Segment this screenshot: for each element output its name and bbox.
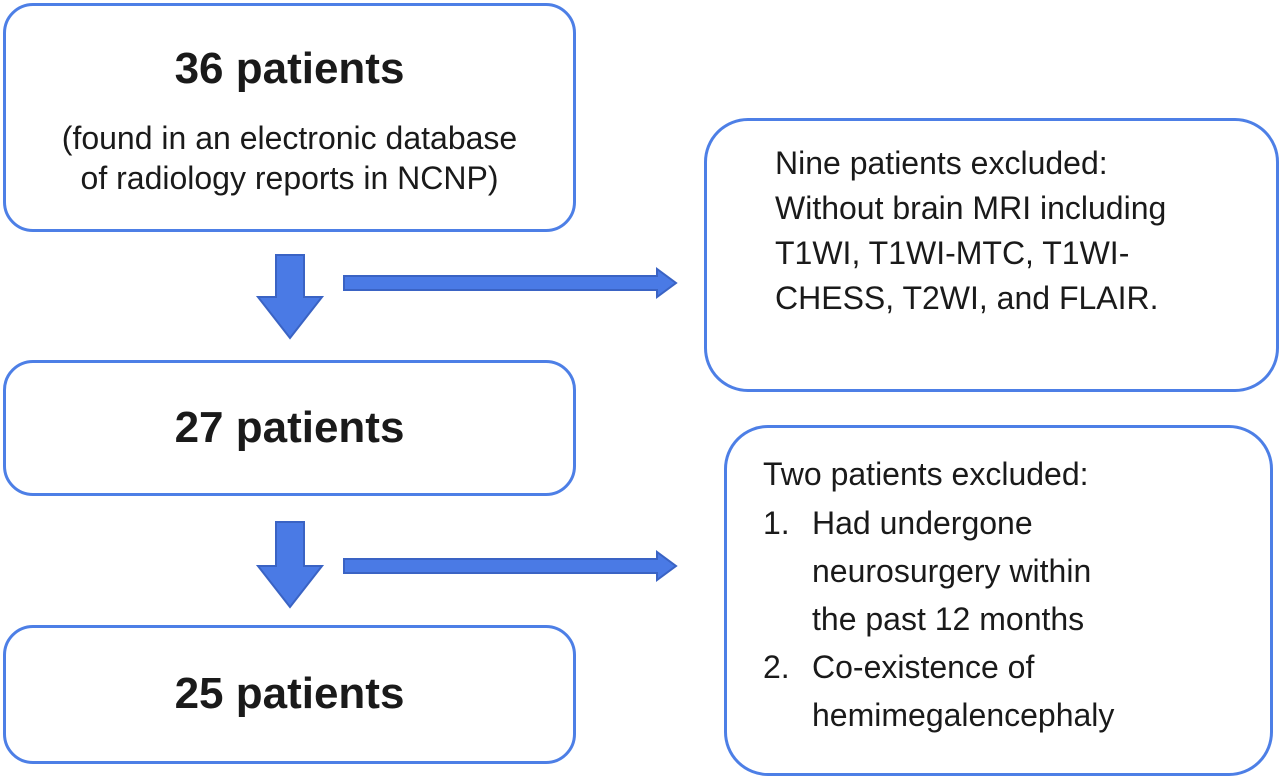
stage-count: 36 patients — [174, 44, 405, 93]
right-arrow-1 — [343, 267, 678, 299]
exclusion-title: Nine patients excluded: — [775, 145, 1108, 181]
exclusion-text-line: T1WI, T1WI-MTC, T1WI- — [775, 235, 1130, 271]
right-arrow-2 — [343, 550, 678, 582]
list-item-text: neurosurgery within — [812, 553, 1092, 589]
down-arrow-1 — [255, 254, 325, 340]
stage-box-36-patients: 36 patients (found in an electronic data… — [3, 3, 576, 232]
exclusion-text-line: CHESS, T2WI, and FLAIR. — [775, 280, 1159, 316]
exclusion-text-line: Without brain MRI including — [775, 190, 1167, 226]
list-item-text: Had undergone — [812, 505, 1033, 541]
down-arrow-2 — [255, 521, 325, 609]
exclusion-box-nine-patients: Nine patients excluded: Without brain MR… — [704, 118, 1279, 392]
stage-count: 27 patients — [174, 403, 405, 452]
list-item-text: Co-existence of — [812, 649, 1035, 685]
stage-count: 25 patients — [174, 669, 405, 718]
list-item-number: 2. — [763, 649, 790, 685]
list-item-text: the past 12 months — [812, 601, 1085, 637]
stage-box-27-patients: 27 patients — [3, 360, 576, 496]
list-item-text: hemimegalencephaly — [812, 697, 1115, 733]
stage-note-line: (found in an electronic database — [61, 120, 518, 156]
list-item-number: 1. — [763, 505, 790, 541]
exclusion-box-two-patients: Two patients excluded: 1. Had undergone … — [724, 425, 1273, 776]
stage-note-line: of radiology reports in NCNP) — [80, 160, 499, 196]
exclusion-title: Two patients excluded: — [763, 456, 1089, 492]
stage-box-25-patients: 25 patients — [3, 625, 576, 764]
